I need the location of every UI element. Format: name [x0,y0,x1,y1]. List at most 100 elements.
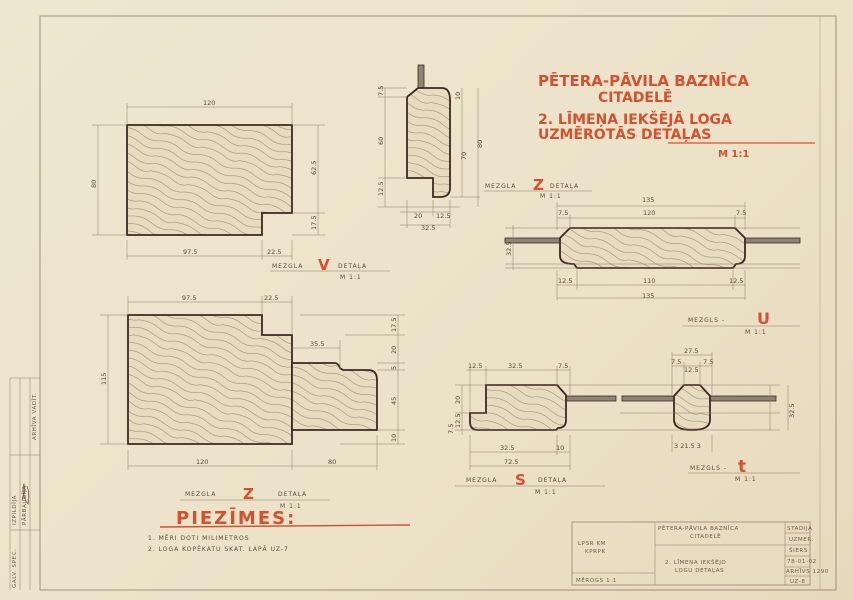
side-strip-text: PĀRBAUDĪJA [21,485,28,525]
detail-scale: M 1:1 [745,329,767,336]
dim-label: 22.5 [264,294,278,302]
sheet-border [39,15,837,591]
dim-label: 72.5 [504,458,518,466]
dim-label: 32.5 [421,224,435,232]
dim-label: 62.5 [310,161,318,175]
project-name: CITADELĒ [690,533,721,540]
detail-label: DETAĻA [538,477,567,484]
dim-label: 12.5 [454,414,462,428]
dim-label: 22.5 [267,248,281,256]
dim-label: 135 [642,196,654,204]
dim-label: 12.5 [558,277,572,285]
detail-scale: M 1:1 [540,193,562,200]
detail-label: DETAĻA [338,263,367,270]
detail-scale: M 1:1 [535,489,557,496]
dim-label: 32.5 [500,444,514,452]
dim-label: 97.5 [183,248,197,256]
dim-label: 12.5 [684,366,698,374]
dim-label: 97.5 [182,294,196,302]
side-strip-text: IZPILDĪJA [11,495,18,525]
detail-z-small: 7.5 60 12.5 10 70 80 20 12.5 32.5 MEZGLA… [377,64,592,232]
detail-letter: t [738,457,746,477]
dim-label: 7.5 [558,209,568,217]
dim-label: 3 21.5 3 [674,442,701,450]
title-scale: M 1:1 [718,149,749,160]
dim-label: 20 [454,396,462,404]
dim-label: 5 [390,366,398,370]
dim-label: 10 [454,92,462,100]
dim-label: 45 [390,397,398,405]
dim-label: 12.5 [729,277,743,285]
dim-label: 20 [390,346,398,354]
profile-t [673,384,711,431]
detail-label: DETAĻA [278,491,307,498]
dim-label: 10 [390,434,398,442]
detail-s: 12.5 32.5 7.5 20 12.5 7.5 32.5 10 72.5 M… [447,362,620,496]
detail-scale: M 1:1 [340,274,362,281]
side-strip-text: GALV. SPEC. [12,548,18,588]
detail-letter: Z [533,176,544,194]
dim-label: 20 [414,212,422,220]
dim-label: 12.5 [436,212,450,220]
title-line: 2. LĪMEŅA IEKŠĒJĀ LOGA [538,110,732,128]
detail-label: MEZGLA [272,263,303,270]
notes: PIEZĪMES: 1. MĒRI DOTI MILIMETROS 2. LOG… [148,508,411,553]
dim-label: 17.5 [310,216,318,230]
dim-label: 17.5 [390,318,398,332]
dim-label: 70 [460,152,468,160]
org-name: KPRPK [585,549,606,555]
dim-label: 7.5 [447,424,455,434]
profile-z-large-sash [291,362,378,431]
dim-label: 10 [556,444,564,452]
profile-u [559,227,746,269]
stage-value: UZMER. [789,537,814,543]
detail-scale: M 1:1 [735,476,757,483]
side-strip: ARHĪVA VADĪT. IZPILDĪJA PĀRBAUDĪJA GALV.… [11,392,38,588]
dim-label: 7.5 [703,358,713,366]
detail-label: MEZGLA [466,477,497,484]
dim-label: 135 [642,292,654,300]
dim-label: 32.5 [788,404,796,418]
detail-v: 120 80 97.5 22.5 62.5 17.5 MEZGLA V DETA… [90,99,390,281]
title-block: LPSR KM KPRPK MĒROGS 1:1 PĒTERA-PĀVILA B… [571,521,829,586]
stage-label: STADIJA [787,526,813,532]
project-name: PĒTERA-PĀVILA BAZNĪCA [658,525,739,532]
title-line: UZMĒROTĀS DETAĻAS [538,125,711,143]
dim-label: 110 [643,277,655,285]
dim-label: 7.5 [736,209,746,217]
drawing-title: PĒTERA-PĀVILA BAZNĪCA CITADELĒ 2. LĪMEŅA… [538,70,815,160]
detail-label: MEZGLA [485,183,516,190]
dim-label: 12.5 [377,182,385,196]
author: ŠIERS [789,547,808,554]
detail-z-large: 97.5 22.5 115 35.5 17.5 20 5 45 10 120 8… [100,294,405,510]
title-line: CITADELĒ [598,88,672,106]
side-strip-text: ARHĪVA VADĪT. [31,392,38,440]
note-item: 1. MĒRI DOTI MILIMETROS [148,535,250,542]
detail-t: 27.5 7.5 12.5 7.5 3 21.5 3 32.5 MEZGLS -… [620,347,800,483]
detail-label: MEZGLS - [688,317,725,324]
note-item: 2. LOGA KOPĒKATU SKAT. LAPĀ UZ-7 [148,546,289,553]
detail-label: MEZGLA [185,491,216,498]
profile-z-large-frame [127,314,293,445]
sheet-number: UZ-8 [790,579,805,585]
detail-letter: V [318,256,330,274]
dim-label: 120 [643,209,655,217]
archive-number: ARHĪVS 1290 [786,568,829,575]
dim-label: 27.5 [684,347,698,355]
profile-v [126,124,293,236]
dim-label: 35.5 [310,340,324,348]
dim-label: 120 [203,99,215,107]
org-name: LPSR KM [578,541,606,547]
dim-label: 7.5 [377,86,385,96]
dim-label: 32.5 [508,362,522,370]
dim-label: 12.5 [468,362,482,370]
detail-label: MEZGLS - [690,465,727,472]
dim-label: 80 [90,180,98,188]
dim-label: 7.5 [671,358,681,366]
sheet-title: LOGU DETAĻAS [675,568,724,574]
profile-z-small [406,87,451,198]
dim-label: 80 [328,458,336,466]
detail-letter: U [757,309,770,328]
